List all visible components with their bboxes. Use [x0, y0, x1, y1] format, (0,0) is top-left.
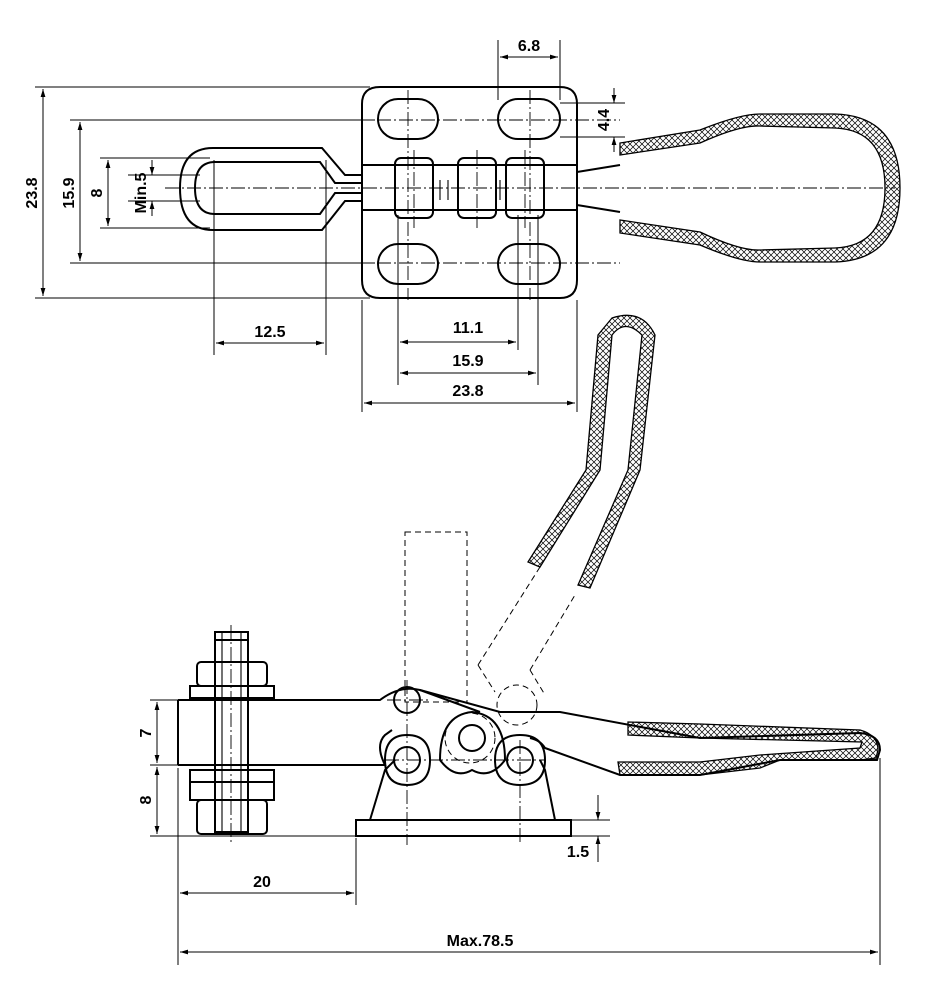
dim-overall-height: 23.8 [24, 177, 41, 208]
handle-grip [617, 721, 879, 776]
spindle-loop [178, 147, 362, 231]
dim-base-width: 23.8 [452, 383, 483, 400]
clamp-arm [178, 687, 481, 766]
mounting-slot [497, 243, 561, 285]
spindle [214, 631, 249, 833]
dim-plate-thickness: 1.5 [567, 844, 589, 861]
dim-base-height: 8 [138, 795, 155, 804]
mounting-slot [497, 98, 561, 140]
dim-slot-width: 4.4 [596, 109, 613, 131]
hex-nut [189, 685, 275, 699]
dim-outer-pitch: 15.9 [452, 353, 483, 370]
dim-slot-pitch: 6.8 [518, 38, 540, 55]
dim-arm-height: 7 [138, 728, 155, 737]
dim-loop-length: 12.5 [254, 324, 285, 341]
dim-hole-pitch: 15.9 [61, 177, 78, 208]
side-base-plate [355, 819, 572, 837]
open-spindle-phantom [404, 531, 468, 703]
handle-grip [619, 113, 901, 263]
hex-nut [189, 769, 275, 783]
open-handle-grip [527, 314, 656, 589]
arm-body [361, 164, 578, 211]
dim-inner-pitch: 11.1 [453, 320, 483, 337]
dim-loop-width: 8 [89, 188, 106, 197]
base-plate-outline [361, 86, 578, 299]
open-handle-phantom [477, 566, 576, 671]
base-bracket [369, 759, 556, 821]
dim-min-opening: Min.5 [133, 172, 150, 213]
dim-overall-length: Max.78.5 [447, 933, 514, 950]
hex-nut [196, 661, 268, 687]
hex-nut [196, 799, 268, 835]
side-view: 7 8 1.5 20 Max.78.5 [138, 314, 882, 965]
dim-reach: 20 [253, 874, 271, 891]
top-view: 6.8 4.4 23.8 15.9 8 Min.5 12.5 11.1 15.9… [24, 38, 901, 412]
pivot-pin [458, 724, 486, 752]
